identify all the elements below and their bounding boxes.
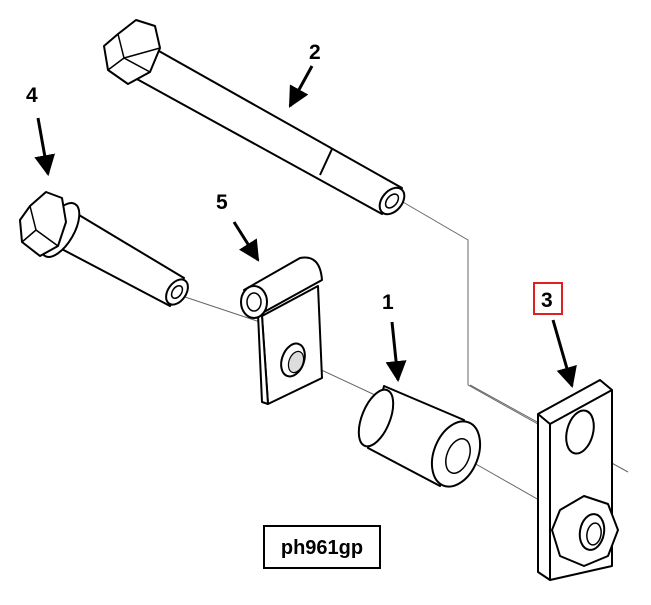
arrow-2	[288, 65, 314, 108]
drawing-id-box	[263, 525, 381, 569]
callout-3-highlight-box	[533, 282, 563, 315]
callout-number-3: 3	[541, 289, 553, 312]
arrow-4	[34, 117, 56, 177]
spacer-sleeve-part-1	[357, 385, 482, 488]
callout-number-5: 5	[216, 191, 228, 214]
callout-number-1: 1	[382, 291, 394, 314]
bracket-plate-part-3	[537, 379, 619, 581]
callout-arrows	[34, 65, 577, 389]
clip-nut-part-5	[240, 256, 323, 405]
arrow-3	[551, 319, 577, 389]
long-bolt-part-2	[103, 19, 406, 216]
arrow-5	[232, 221, 260, 262]
callout-number-2: 2	[309, 41, 321, 64]
arrow-1	[385, 321, 407, 383]
drawing-id-label: ph961gp	[281, 537, 363, 559]
flange-bolt-part-4	[19, 191, 189, 307]
callout-number-4: 4	[26, 84, 38, 107]
